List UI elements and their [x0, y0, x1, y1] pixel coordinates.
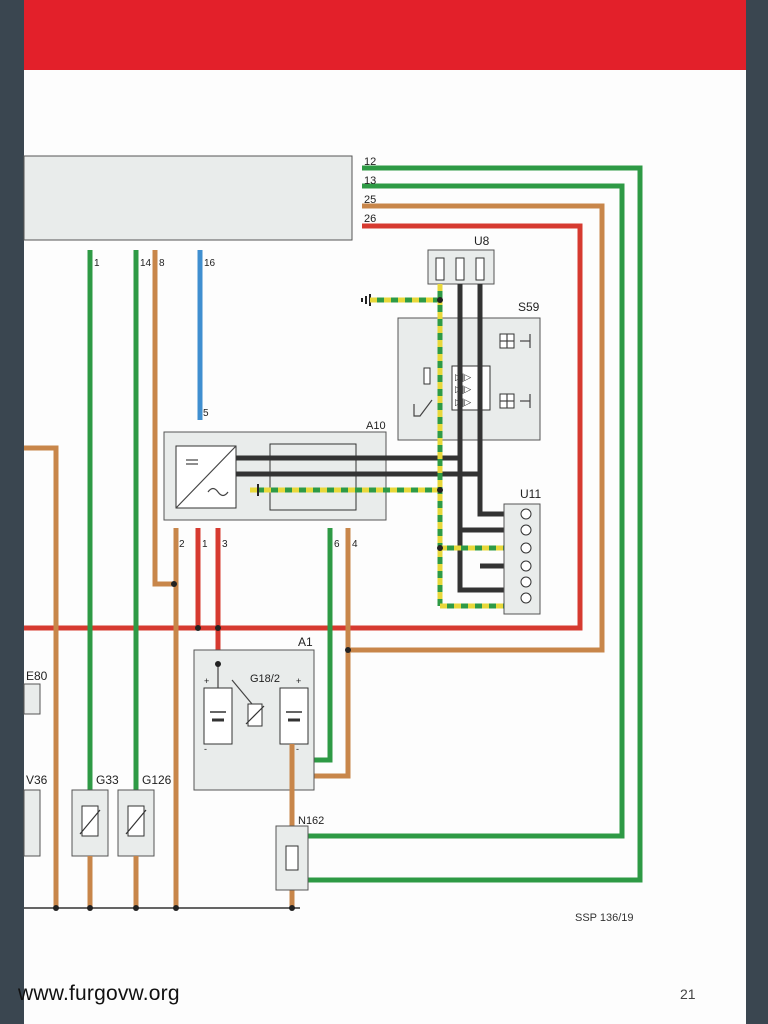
- g33-element: [81, 805, 99, 837]
- pin-label-14: 14: [140, 258, 152, 269]
- pin-label-25: 25: [364, 194, 376, 206]
- header-band: [24, 0, 746, 70]
- control-unit-box: [23, 155, 353, 241]
- u8-pin-c: [475, 257, 485, 281]
- label-u11: U11: [520, 487, 541, 501]
- label-g33: G33: [96, 773, 119, 787]
- page-number: 21: [680, 986, 696, 1002]
- label-e80: E80: [26, 669, 48, 683]
- wire-26-red: [24, 223, 583, 631]
- page-edge: [746, 0, 768, 1024]
- label-n162: N162: [298, 815, 324, 827]
- label-s59: S59: [518, 300, 540, 314]
- wire-13-green: [300, 183, 625, 839]
- label-u8: U8: [474, 234, 490, 248]
- figure-reference: SSP 136/19: [575, 912, 634, 924]
- pin-label-13: 13: [364, 175, 376, 187]
- watermark: www.furgovw.org: [18, 982, 180, 1005]
- u8-pin-a: [435, 257, 445, 281]
- s59-symbol-b: ▷|▷: [455, 384, 471, 394]
- a1-lead-2: [231, 679, 253, 705]
- pin-label-8: 8: [159, 258, 165, 269]
- pin-label-1: 1: [94, 258, 100, 269]
- u11-pins: [520, 508, 532, 604]
- label-a1: A1: [298, 635, 313, 649]
- u8-pin-b: [455, 257, 465, 281]
- a10-pin-6: 6: [334, 539, 340, 550]
- wire-left-brown: [24, 445, 59, 908]
- lamp-e80-partial: [23, 683, 41, 715]
- s59-symbol-c: ▷|▷: [455, 397, 471, 407]
- a10-pin-4: 4: [352, 539, 358, 550]
- wire-8-brown: [152, 250, 174, 587]
- battery-cell-right: [279, 687, 309, 745]
- a10-connector-frame: [269, 443, 357, 511]
- wire-u8-black-1: [457, 284, 522, 593]
- s59-resistor: [423, 367, 431, 385]
- a10-pin-5: 5: [203, 408, 209, 419]
- pin-label-12: 12: [364, 156, 376, 168]
- sensor-g18-2-arrow: [245, 705, 265, 725]
- wire-25-brown: [348, 203, 605, 653]
- g126-element: [127, 805, 145, 837]
- a10-pin-2: 2: [179, 539, 185, 550]
- battery-cell-left: [203, 687, 233, 745]
- s59-symbol-a: ▷|▷: [455, 372, 471, 382]
- label-g126: G126: [142, 773, 172, 787]
- motor-v36-partial: [23, 789, 41, 857]
- junction-dots: [53, 297, 443, 911]
- pin-label-26: 26: [364, 213, 376, 225]
- a1-plus-right: +: [296, 676, 301, 686]
- pin-label-16: 16: [204, 258, 216, 269]
- a1-minus-right: -: [296, 744, 299, 754]
- n162-resistor: [285, 845, 299, 871]
- a1-plus-left: +: [204, 676, 209, 686]
- label-a10: A10: [366, 420, 386, 432]
- s59-contact: [413, 399, 433, 417]
- g126-arrow: [125, 809, 147, 835]
- a1-minus-left: -: [204, 744, 207, 754]
- label-g18-2: G18/2: [250, 673, 280, 685]
- label-v36: V36: [26, 773, 48, 787]
- wire-12-green: [300, 165, 643, 883]
- a10-ac-symbol: [207, 487, 229, 497]
- g33-arrow: [79, 809, 101, 835]
- a10-pin-3: 3: [222, 539, 228, 550]
- a10-converter-diag: [175, 445, 237, 509]
- a10-pin-1: 1: [202, 539, 208, 550]
